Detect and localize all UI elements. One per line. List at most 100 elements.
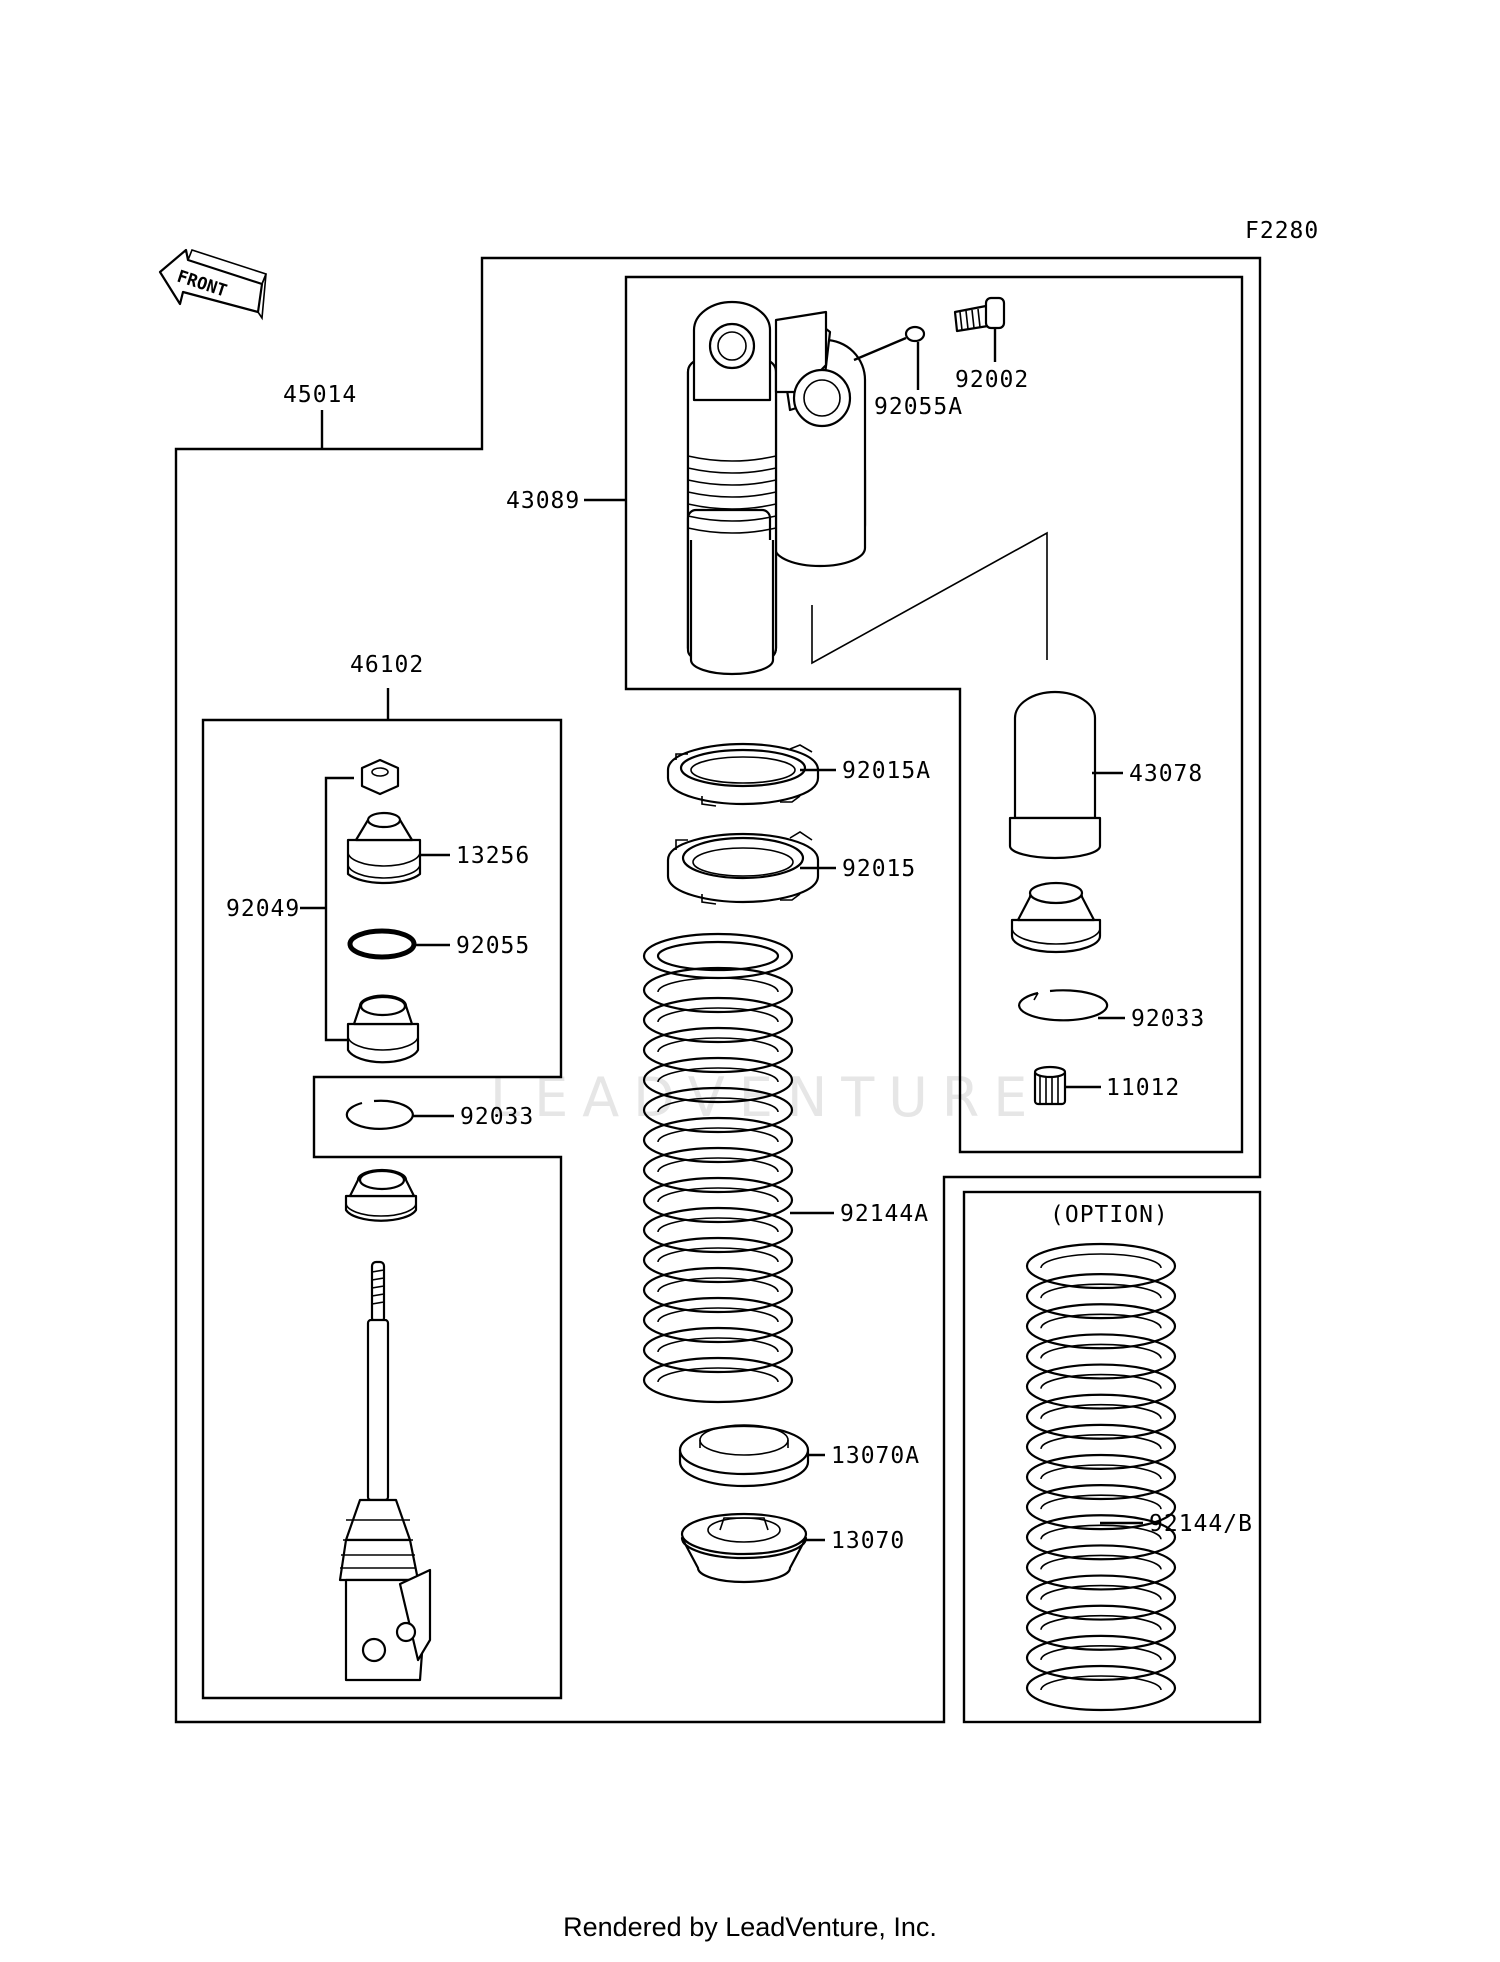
spring-coil-inner [657,1187,779,1203]
spring-coil-inner [657,1067,779,1083]
spring-coil [642,1206,794,1254]
spring-coil-inner [1040,1373,1162,1389]
bolt-92002-icon [953,296,1006,333]
spring-coil [642,1116,794,1164]
nut-icon [360,758,400,796]
part-label-45014[interactable]: 45014 [283,382,357,408]
part-label-11012[interactable]: 11012 [1106,1075,1180,1101]
frame-option [962,1190,1262,1724]
spring-92144B-icon [1025,1242,1177,1712]
spring-coil-inner [1040,1403,1162,1419]
spring-coil-inner [657,1367,779,1383]
spring-coil [1025,1484,1177,1531]
spring-coil-inner [1040,1253,1162,1269]
bushing-13256-icon [346,811,422,885]
reservoir-cap-icon [1010,881,1102,954]
spring-coil-inner [1040,1584,1162,1600]
spring-coil [1025,1574,1177,1621]
shock-absorber-body [686,300,1048,676]
spring-coil-inner [657,1097,779,1113]
spring-coil-inner [1040,1343,1162,1359]
spring-coil-inner [657,1037,779,1053]
part-label-92055[interactable]: 92055 [456,933,530,959]
part-label-13070A[interactable]: 13070A [831,1443,920,1469]
spring-coil [642,1296,794,1344]
spring-coil-inner [657,1217,779,1233]
o-ring-92055A-icon [904,325,926,343]
option-label: (OPTION) [1050,1202,1169,1228]
spring-coil [1025,1604,1177,1651]
frame-45014 [174,256,1262,1724]
part-label-92015[interactable]: 92015 [842,856,916,882]
spring-coil [1025,1634,1177,1681]
part-label-92144A[interactable]: 92144A [840,1201,929,1227]
spring-coil [642,1266,794,1314]
spring-coil-inner [657,1277,779,1293]
bushing-lower-icon [346,994,420,1064]
frame-46102 [201,718,563,1700]
spring-coil-inner [657,1247,779,1263]
front-arrow-icon: FRONT [158,248,268,321]
spring-coil-inner [1040,1283,1162,1299]
spring-92144A-icon [642,932,794,980]
spring-coil-inner [1040,1434,1162,1449]
bladder-43078-icon [1008,690,1102,860]
spring-coil-inner [657,1157,779,1173]
circlip-left-icon [345,1099,414,1130]
spring-coil [1025,1664,1177,1712]
spring-coil-inner [657,1307,779,1323]
spring-coil [642,1236,794,1284]
spring-coil [642,996,794,1044]
spring-coil [642,966,794,1014]
spring-coil-inner [1040,1464,1162,1480]
spring-coil [1025,1544,1177,1591]
spring-seat-13070-icon [680,1512,808,1584]
spring-coil [1025,1333,1177,1380]
spring-coil-inner [657,977,779,993]
spring-coil-inner [657,1337,779,1353]
part-label-46102[interactable]: 46102 [350,652,424,678]
spring-92144A-coils [642,966,794,1404]
part-label-92055A[interactable]: 92055A [874,394,963,420]
spring-coil [642,1026,794,1074]
spring-coil [1025,1303,1177,1350]
spring-coil [1025,1423,1177,1470]
circlip-right-icon [1018,989,1109,1022]
spring-coil [642,1086,794,1134]
part-label-92002[interactable]: 92002 [955,367,1029,393]
spring-coil-inner [1040,1675,1162,1691]
o-ring-92055-icon [347,928,417,960]
spring-coil [642,1146,794,1194]
spring-coil-inner [657,1007,779,1023]
spring-coil [1025,1514,1177,1561]
part-label-92144B[interactable]: 92144/B [1149,1511,1253,1537]
spring-coil [1025,1453,1177,1501]
part-label-92033-right[interactable]: 92033 [1131,1006,1205,1032]
piston-rod-icon [338,1260,432,1682]
part-label-13070[interactable]: 13070 [831,1528,905,1554]
part-label-92049[interactable]: 92049 [226,896,300,922]
diagram-code: F2280 [1245,218,1319,244]
spring-seat-13070A-icon [678,1424,810,1488]
spring-coil-inner [1040,1494,1162,1510]
part-label-43078[interactable]: 43078 [1129,761,1203,787]
part-label-13256[interactable]: 13256 [456,843,530,869]
spring-coil-inner [1040,1313,1162,1329]
spring-coil-inner [1040,1614,1162,1630]
spring-coil [1025,1363,1177,1410]
spring-coil-inner [1040,1645,1162,1660]
spring-coil [642,1356,794,1404]
part-label-92015A[interactable]: 92015A [842,758,931,784]
spring-coil-inner [1040,1524,1162,1540]
part-label-43089[interactable]: 43089 [506,488,580,514]
seal-head-icon [344,1168,418,1222]
lock-nut-92015A-icon [666,742,820,807]
footer-credit: Rendered by LeadVenture, Inc. [563,1912,937,1942]
lock-nut-92015-icon [666,831,820,905]
frame-43089 [624,275,1244,1154]
spring-coil [642,1176,794,1224]
spring-coil-inner [657,1127,779,1143]
spring-coil [1025,1242,1177,1290]
part-label-92033-left[interactable]: 92033 [460,1104,534,1130]
